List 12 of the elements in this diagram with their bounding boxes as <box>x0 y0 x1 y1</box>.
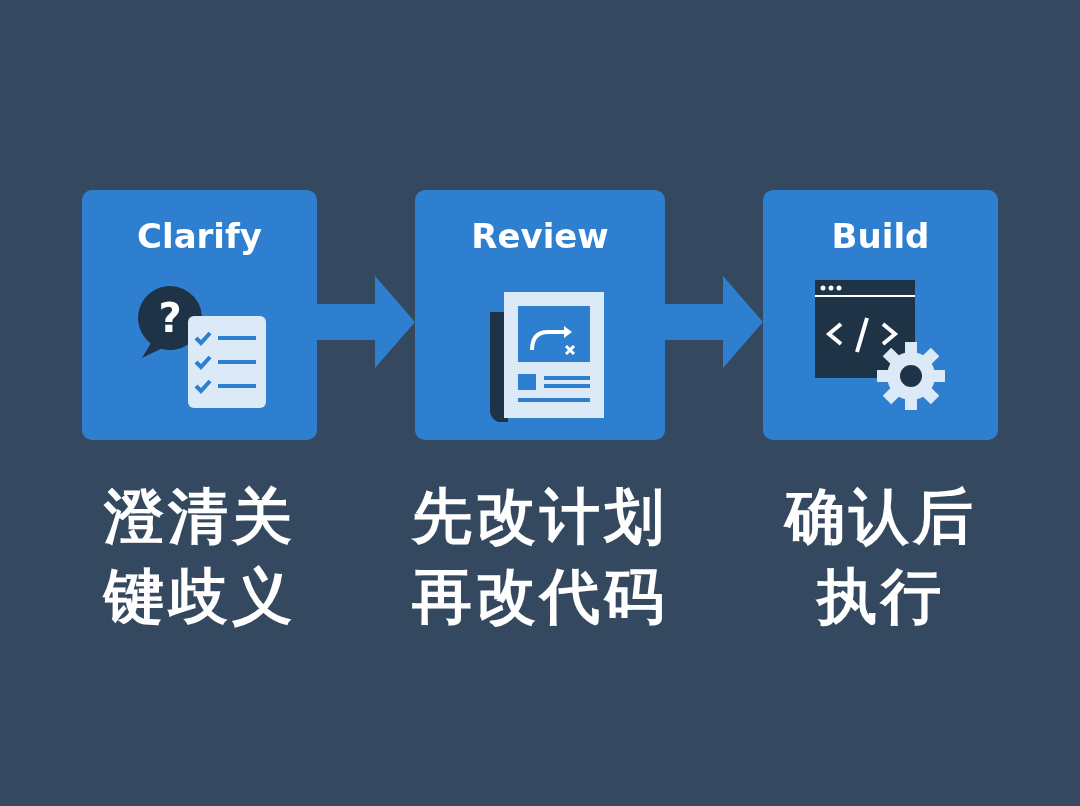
step-title: Clarify <box>136 216 263 256</box>
step-title: Build <box>830 216 931 256</box>
block-arrow <box>317 276 415 368</box>
step-box <box>415 190 665 440</box>
step-caption: 澄清关键歧义 <box>101 480 297 633</box>
step-title: Review <box>470 216 610 256</box>
step-caption: 确认后执行 <box>782 480 978 633</box>
step-box <box>763 190 998 440</box>
question-mark: ? <box>158 295 182 341</box>
step-caption: 先改计划再改代码 <box>410 480 669 633</box>
step-box <box>82 190 317 440</box>
block-arrow <box>665 276 763 368</box>
